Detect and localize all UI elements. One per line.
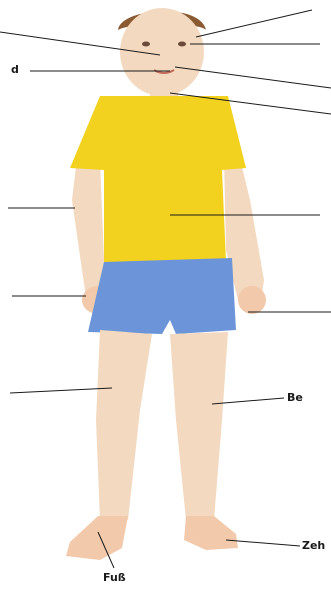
eye-left xyxy=(142,42,150,47)
foot-right xyxy=(184,516,238,550)
shorts xyxy=(88,258,236,334)
eye-right xyxy=(178,42,186,47)
leg-right xyxy=(170,332,228,520)
leg-left xyxy=(96,330,152,520)
foot-left xyxy=(66,516,128,560)
leader-knee xyxy=(10,388,112,393)
head xyxy=(120,8,204,96)
leader-hair xyxy=(196,10,312,37)
leader-chin xyxy=(175,67,331,88)
label-foot: Fuß xyxy=(103,571,126,584)
hand-right xyxy=(238,286,266,314)
label-mouth-partial: d xyxy=(11,63,19,76)
label-toe: Zeh xyxy=(302,539,325,552)
label-leg: Be xyxy=(287,391,303,404)
